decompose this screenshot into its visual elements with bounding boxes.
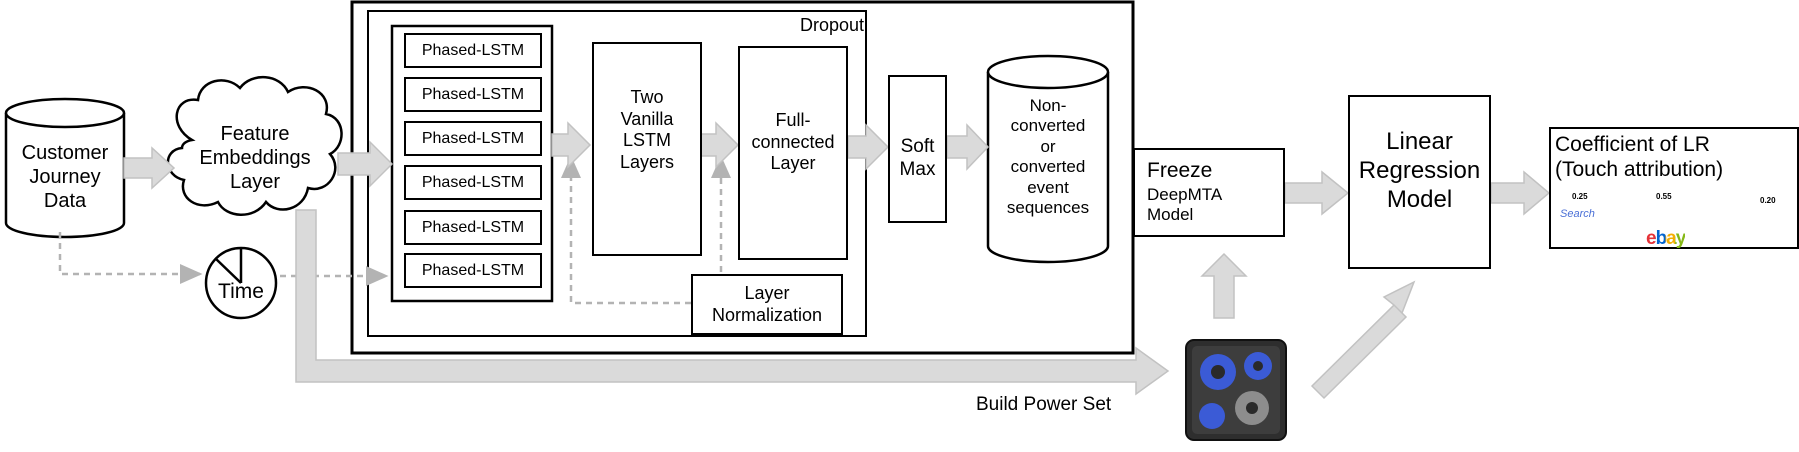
layer-norm-label: Layer Normalization xyxy=(711,283,823,325)
phased-lstm-4: Phased-LSTM xyxy=(404,165,542,200)
two-vanilla-lstm-box xyxy=(592,42,702,256)
layer-norm-box xyxy=(691,274,843,335)
phased-lstm-1: Phased-LSTM xyxy=(404,33,542,68)
weight-search: 0.25 xyxy=(1572,192,1588,201)
phased-lstm-5: Phased-LSTM xyxy=(404,210,542,245)
phased-lstm-6: Phased-LSTM xyxy=(404,253,542,288)
phased-lstm-2: Phased-LSTM xyxy=(404,77,542,112)
two-vanilla-label: Two Vanilla LSTM Layers xyxy=(619,87,675,172)
customer-data-cylinder xyxy=(4,97,126,239)
full-connected-label: Full- connected Layer xyxy=(751,110,835,174)
full-connected-box xyxy=(738,46,848,260)
feature-embeddings-label: Feature Embeddings Layer xyxy=(199,123,311,193)
block-arrows xyxy=(123,121,1551,400)
softmax-box xyxy=(888,75,947,223)
event-sequences-label: Non- converted or converted event sequen… xyxy=(1006,96,1090,217)
event-sequences-cylinder xyxy=(986,54,1110,264)
ebay-logo-text: ebay xyxy=(1646,227,1686,249)
ebay-logo: ebay xyxy=(1646,205,1686,251)
search-logo: Search xyxy=(1560,208,1595,220)
time-pie xyxy=(204,246,278,320)
dropout-label: Dropout xyxy=(799,15,864,35)
freeze-box xyxy=(1133,148,1285,237)
weight-social: 0.20 xyxy=(1760,196,1776,205)
time-label: Time xyxy=(218,280,264,303)
linear-regression-label: Linear Regression Model xyxy=(1358,128,1481,213)
phased-lstm-3: Phased-LSTM xyxy=(404,121,542,156)
build-power-set-label: Build Power Set xyxy=(976,394,1112,415)
coefficient-box xyxy=(1549,127,1799,249)
customer-data-label: Customer Journey Data xyxy=(21,142,109,212)
linear-regression-box xyxy=(1348,95,1491,269)
gears-icon xyxy=(1185,339,1287,441)
freeze-subtitle: DeepMTA Model xyxy=(1147,185,1223,225)
dashed-connectors xyxy=(58,155,731,305)
weight-ebay: 0.55 xyxy=(1656,192,1672,201)
feature-embeddings-cloud xyxy=(166,75,343,216)
coefficient-label: Coefficient of LR (Touch attribution) xyxy=(1555,133,1724,182)
freeze-title: Freeze xyxy=(1147,159,1213,182)
softmax-label: Soft Max xyxy=(899,136,936,180)
